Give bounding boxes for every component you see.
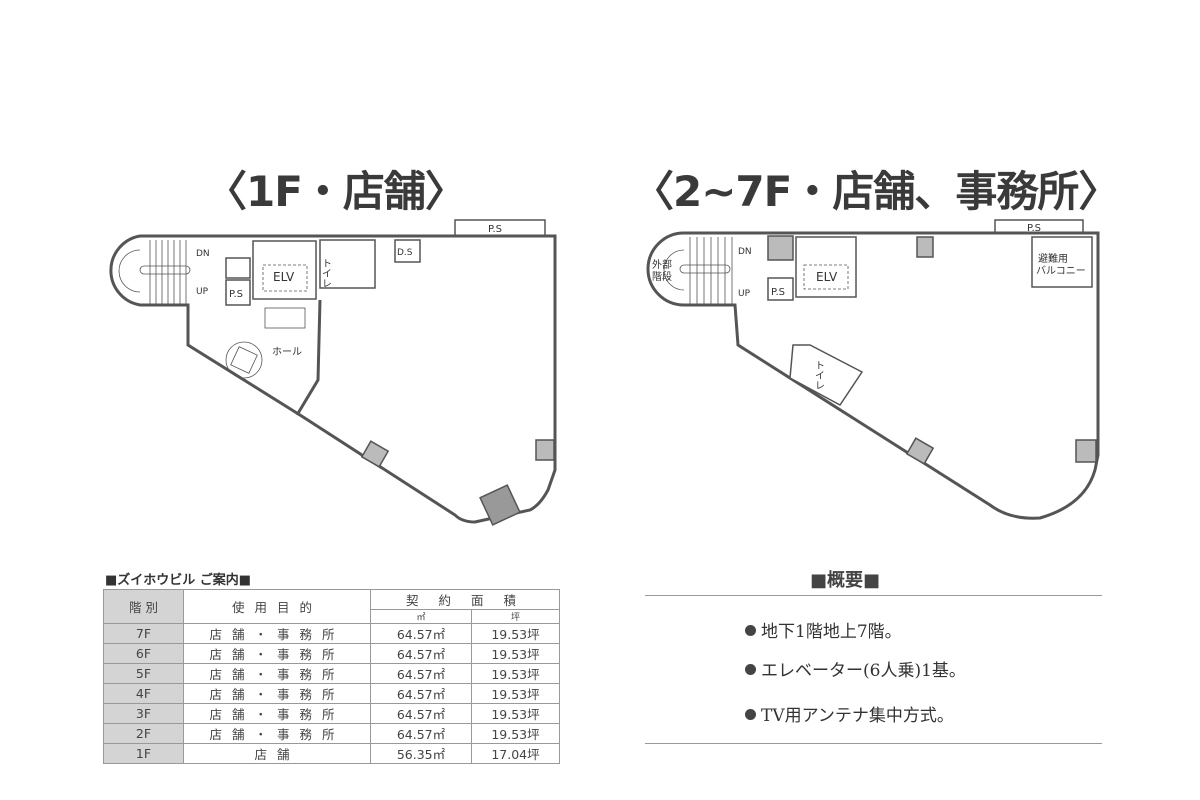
summary-bottom-rule xyxy=(645,743,1102,744)
m2-cell: 64.57㎡ xyxy=(370,643,472,664)
floor-cell: 2F xyxy=(103,723,184,744)
summary-item-text: TV用アンテナ集中方式。 xyxy=(761,706,954,726)
ext-stairs-label-1: 外部 xyxy=(652,258,672,271)
tsubo-cell: 19.53坪 xyxy=(471,663,560,684)
summary-item-text: 地下1階地上7階。 xyxy=(761,622,902,642)
ps-label-2: P.S xyxy=(771,287,785,298)
floor-cell: 6F xyxy=(103,643,184,664)
balcony xyxy=(1031,236,1093,288)
m2-cell: 64.57㎡ xyxy=(370,723,472,744)
tsubo-cell: 17.04坪 xyxy=(471,743,560,764)
use-cell: 店舗・事務所 xyxy=(183,623,371,644)
up-label-2: UP xyxy=(738,289,751,299)
bullet-icon xyxy=(745,664,756,675)
ext-stairs-label-2: 階段 xyxy=(652,270,672,283)
summary-title: ■概要■ xyxy=(810,570,881,591)
use-cell: 店舗・事務所 xyxy=(183,643,371,664)
use-cell: 店舗・事務所 xyxy=(183,663,371,684)
dn-label: DN xyxy=(196,249,210,259)
bullet-icon xyxy=(745,709,756,720)
summary-item: エレベーター(6人乗)1基。 xyxy=(745,656,966,681)
bullet-icon xyxy=(745,625,756,636)
header-area: 契 約 面 積 xyxy=(370,589,560,610)
floor-plan-1f: P.S DN UP P.S ELV トイレ D.S ホール xyxy=(109,219,557,526)
floor-plan-upper: P.S 外部 階段 DN UP P.S ELV トイレ 避難用 バルコニー xyxy=(646,219,1100,520)
elevator-1f xyxy=(252,240,317,300)
floor-cell: 1F xyxy=(103,743,184,764)
tsubo-cell: 19.53坪 xyxy=(471,623,560,644)
outline-upper xyxy=(646,231,1100,520)
ds-label: D.S xyxy=(397,248,413,258)
ps-box xyxy=(225,279,251,306)
toilet-upper xyxy=(789,344,864,406)
floor-cell: 5F xyxy=(103,663,184,684)
toilet-1f xyxy=(319,239,376,289)
m2-cell: 64.57㎡ xyxy=(370,703,472,724)
plan-1f-title: 〈1F・店舗〉 xyxy=(205,167,467,216)
dn-label-2: DN xyxy=(738,247,752,257)
outline-1f xyxy=(109,234,557,524)
toilet-label: トイレ xyxy=(320,258,332,288)
toilet-label-2: トイレ xyxy=(813,360,825,390)
floor-cell: 7F xyxy=(103,623,184,644)
tsubo-cell: 19.53坪 xyxy=(471,723,560,744)
elevator-upper xyxy=(795,236,857,298)
summary-top-rule xyxy=(645,595,1102,596)
tsubo-cell: 19.53坪 xyxy=(471,683,560,704)
use-cell: 店舗・事務所 xyxy=(183,723,371,744)
use-cell: 店舗・事務所 xyxy=(183,683,371,704)
use-cell: 店舗・事務所 xyxy=(183,703,371,724)
m2-cell: 64.57㎡ xyxy=(370,623,472,644)
m2-cell: 56.35㎡ xyxy=(370,743,472,764)
header-tsubo: 坪 xyxy=(471,609,560,624)
tsubo-cell: 19.53坪 xyxy=(471,703,560,724)
up-label: UP xyxy=(196,287,209,297)
summary-item-text: エレベーター(6人乗)1基。 xyxy=(761,661,966,681)
elv-label-2: ELV xyxy=(816,270,838,284)
stairs-upper xyxy=(663,237,733,305)
summary-item: 地下1階地上7階。 xyxy=(745,617,902,642)
floor-cell: 3F xyxy=(103,703,184,724)
ps-label: P.S xyxy=(229,289,243,300)
m2-cell: 64.57㎡ xyxy=(370,663,472,684)
header-floor: 階 別 xyxy=(103,589,184,624)
hall-partition xyxy=(295,299,322,416)
tsubo-cell: 19.53坪 xyxy=(471,643,560,664)
building-info-caption: ■ズイホウビル ご案内■ xyxy=(105,573,252,588)
ps-top-label: P.S xyxy=(488,224,502,235)
stairs-1f xyxy=(118,240,191,305)
m2-cell: 64.57㎡ xyxy=(370,683,472,704)
floor-cell: 4F xyxy=(103,683,184,704)
header-m2: ㎡ xyxy=(370,609,472,624)
ps-top-label-2: P.S xyxy=(1027,223,1041,234)
entrance-1f xyxy=(479,484,521,526)
header-use: 使用目的 xyxy=(183,589,371,624)
plan-upper-title: 〈2~7F・店舗、事務所〉 xyxy=(632,167,1120,216)
summary-item: TV用アンテナ集中方式。 xyxy=(745,701,954,726)
balcony-label-1: 避難用 xyxy=(1038,252,1068,265)
elv-label: ELV xyxy=(273,270,295,284)
hall-label: ホール xyxy=(272,346,302,358)
use-cell: 店舗 xyxy=(183,743,371,764)
balcony-label-2: バルコニー xyxy=(1036,265,1086,277)
